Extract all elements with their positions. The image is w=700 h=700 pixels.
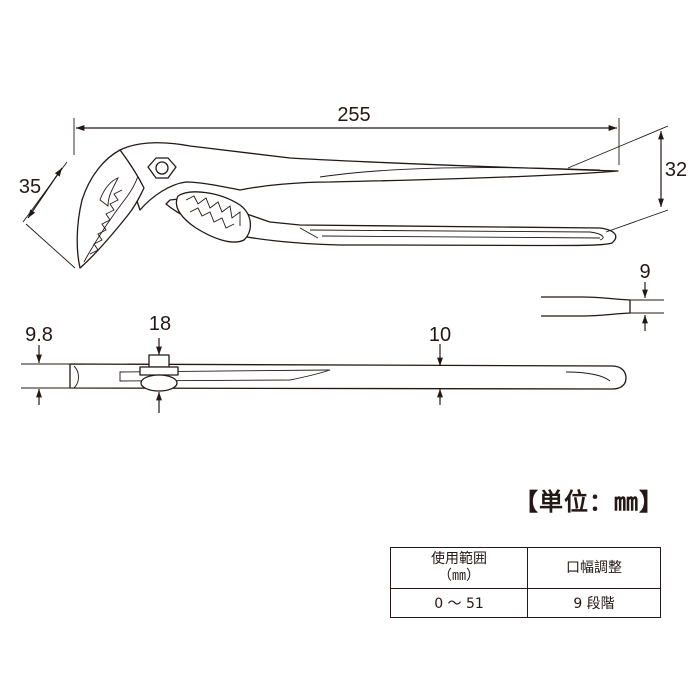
handle-end-profile	[541, 296, 631, 317]
spec-header-range-line2: （㎜）	[438, 568, 480, 584]
dimension-32-label: 32	[665, 159, 687, 181]
top-view-handle-end	[565, 371, 611, 382]
unit-label: 【単位：㎜】	[514, 488, 664, 516]
dimension-255: 255	[73, 104, 620, 165]
spec-header-adjust: 口幅調整	[527, 547, 661, 589]
top-view-pivot	[140, 374, 178, 392]
top-view-nut	[148, 354, 170, 368]
dimension-9-8: 9.8	[21, 324, 72, 405]
dimension-10-label: 10	[429, 324, 451, 346]
lower-jaw-teeth	[185, 195, 241, 226]
handle-end-detail: 9	[541, 261, 664, 331]
jaw-tip-hook	[99, 177, 119, 207]
spec-header-range-line1: 使用範囲	[431, 551, 487, 567]
spec-value-range: 0 ～ 51	[390, 588, 528, 618]
dimension-32: 32	[567, 125, 687, 233]
dimension-35: 35	[19, 161, 76, 269]
dimension-35-label: 35	[19, 176, 41, 198]
dimension-18: 18	[149, 313, 171, 413]
lower-jaw-teeth-2	[189, 207, 235, 229]
dimension-18-label: 18	[149, 313, 171, 335]
dimension-255-label: 255	[337, 104, 370, 126]
spec-table-value-row: 0 ～ 51 9 段階	[390, 588, 661, 618]
top-view-tip-curve	[73, 365, 79, 389]
upper-handle-groove	[319, 167, 601, 178]
lower-handle-inner-line	[309, 229, 604, 241]
dimension-9-8-label: 9.8	[25, 324, 53, 346]
top-view-body	[69, 363, 627, 390]
plier-top-view	[69, 354, 627, 392]
plier-side-view	[76, 142, 619, 269]
dimension-10: 10	[429, 324, 451, 405]
spec-table-header-row: 使用範囲 （㎜） 口幅調整	[390, 547, 661, 589]
upper-handle	[119, 142, 619, 211]
spec-table: 使用範囲 （㎜） 口幅調整 0 ～ 51 9 段階	[390, 547, 661, 618]
spec-value-adjust: 9 段階	[527, 588, 661, 618]
spec-header-range: 使用範囲 （㎜）	[390, 547, 528, 589]
top-view-handle-inner	[119, 369, 331, 382]
top-view-nut-washer	[139, 366, 179, 376]
dimension-9-label: 9	[639, 261, 650, 283]
lower-handle-bevel	[299, 227, 601, 239]
pivot-nut-hole	[155, 161, 169, 175]
jaw-serrations	[89, 189, 123, 255]
lower-jaw	[175, 191, 251, 243]
